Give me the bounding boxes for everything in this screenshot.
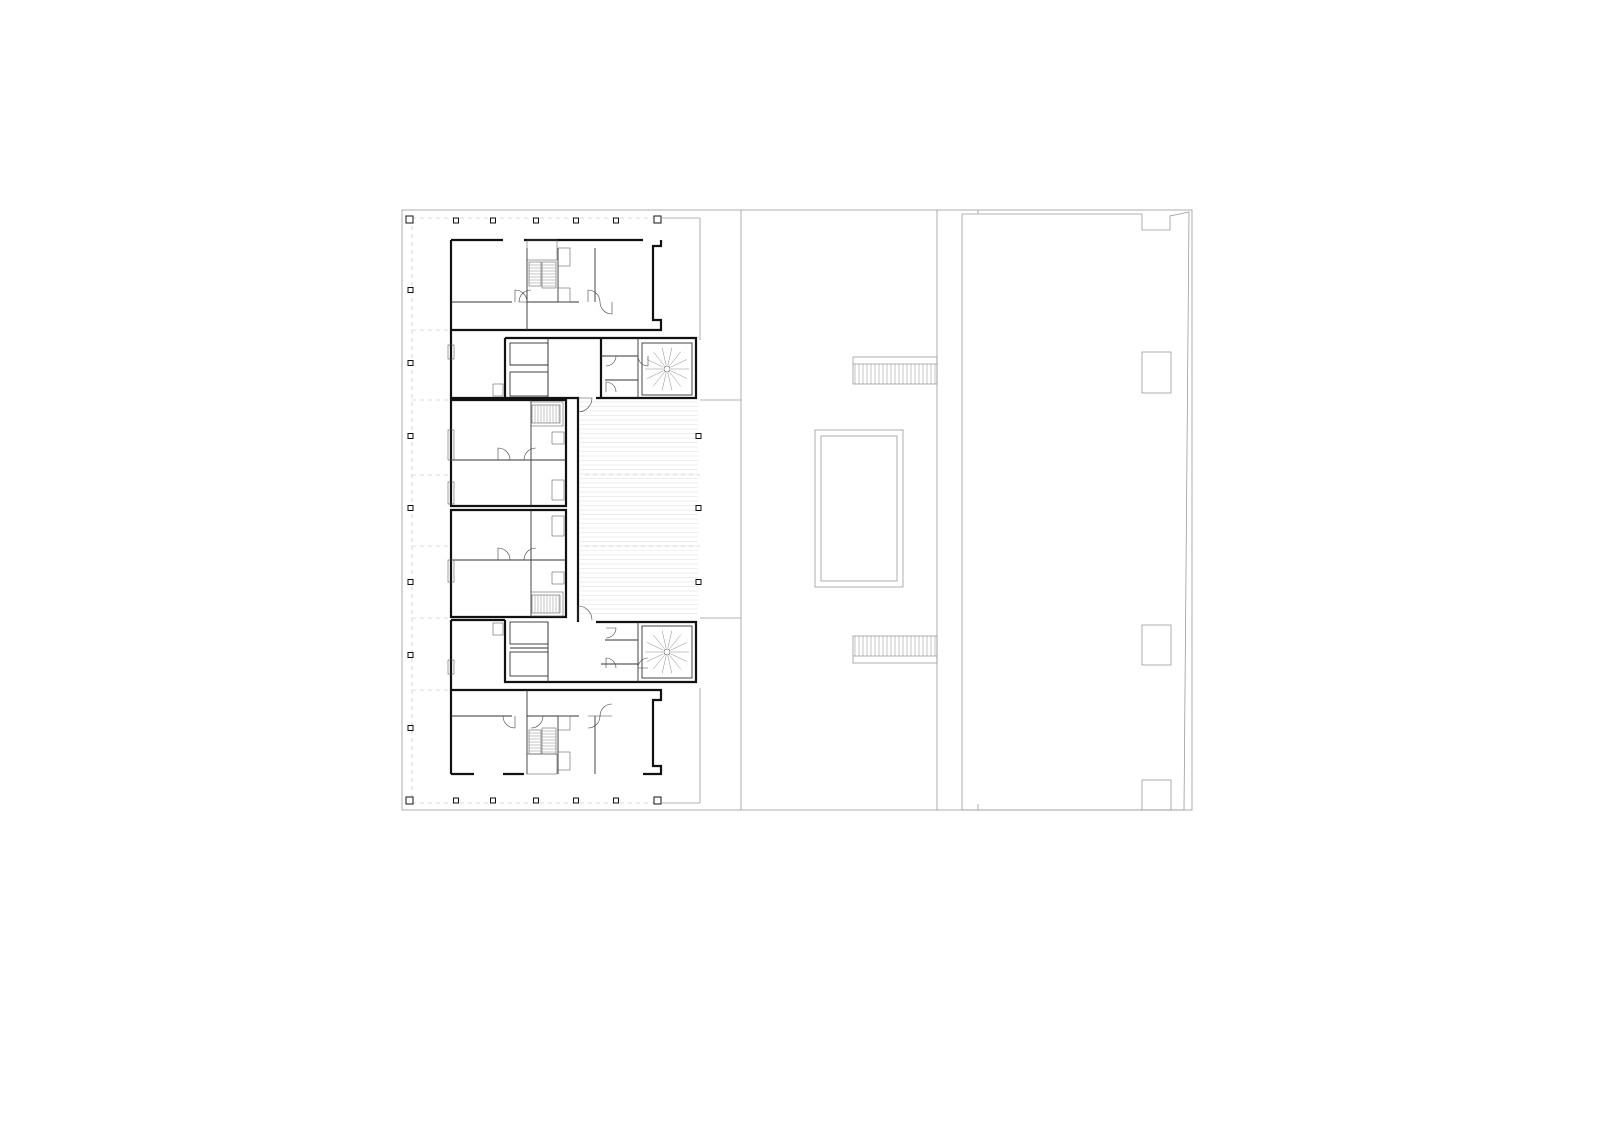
neighbour-bay-1 xyxy=(1141,351,1172,394)
door-swing xyxy=(605,381,617,393)
column xyxy=(407,433,414,439)
spiral-tread xyxy=(661,347,667,366)
door-swing xyxy=(497,547,511,561)
column xyxy=(573,797,579,804)
spiral-tread xyxy=(653,351,665,367)
spiral-tread xyxy=(647,359,664,368)
unit-stairs xyxy=(528,261,561,755)
spiral-tread xyxy=(647,370,664,379)
south-block-wall xyxy=(449,688,663,776)
spiral-tread xyxy=(661,630,667,649)
spiral-tread xyxy=(669,371,681,387)
column xyxy=(573,217,579,224)
north-block-wall xyxy=(449,238,663,332)
door-swing xyxy=(605,627,617,639)
column xyxy=(533,797,539,804)
north-wing-wall xyxy=(449,330,698,603)
door-swing xyxy=(497,447,511,461)
spiral-stair-south xyxy=(641,625,693,679)
column xyxy=(453,797,459,804)
column xyxy=(407,287,414,293)
door-swing xyxy=(530,715,544,729)
door-swing xyxy=(523,547,537,561)
door-swing xyxy=(577,397,593,413)
door-swing xyxy=(577,605,593,621)
structural-columns xyxy=(405,215,702,805)
column xyxy=(490,217,496,224)
column xyxy=(407,505,414,511)
spiral-tread xyxy=(667,655,673,674)
column xyxy=(533,217,539,224)
spiral-tread xyxy=(667,347,673,366)
pool-outer xyxy=(814,429,904,588)
column xyxy=(405,796,414,805)
pool xyxy=(814,429,904,588)
door-swing xyxy=(587,715,601,729)
column xyxy=(613,797,619,804)
spiral-tread xyxy=(669,634,681,650)
column xyxy=(695,579,702,585)
door-swing xyxy=(599,301,613,315)
door-swing xyxy=(502,715,516,729)
column xyxy=(653,215,662,224)
stair-run xyxy=(541,727,557,755)
middle-units-wall xyxy=(449,398,568,619)
door-swings xyxy=(497,289,649,729)
door-swing xyxy=(587,289,601,303)
spiral-tread xyxy=(670,653,687,662)
stair-run xyxy=(541,261,557,289)
column xyxy=(407,652,414,658)
door-swing xyxy=(637,657,649,669)
spiral-tread xyxy=(669,351,681,367)
spiral-tread xyxy=(669,654,681,670)
door-swing xyxy=(523,447,537,461)
spiral-tread xyxy=(670,642,687,651)
column xyxy=(453,217,459,224)
external-stair-lower xyxy=(852,635,938,664)
spiral-tread xyxy=(647,653,664,662)
stair-run xyxy=(531,404,561,424)
spiral-tread xyxy=(661,655,667,674)
courtyard-deck xyxy=(580,401,698,614)
column xyxy=(405,215,414,224)
spiral-tread xyxy=(653,654,665,670)
spiral-tread xyxy=(670,359,687,368)
site-context xyxy=(401,209,1193,811)
spiral-tread xyxy=(653,634,665,650)
building-walls xyxy=(449,238,698,776)
neighbour-building xyxy=(961,211,1190,811)
spiral-tread xyxy=(670,370,687,379)
spiral-tread xyxy=(667,372,673,391)
spiral-stair-north xyxy=(641,342,693,396)
column xyxy=(407,579,414,585)
door-swing xyxy=(599,703,613,717)
spiral-tread xyxy=(647,642,664,651)
door-swing xyxy=(605,657,617,669)
site-boundary xyxy=(401,209,1193,811)
spiral-tread xyxy=(653,371,665,387)
door-swing xyxy=(514,289,528,303)
column xyxy=(653,796,662,805)
neighbour-bay-2 xyxy=(1141,624,1172,666)
spiral-tread xyxy=(667,630,673,649)
interior-partitions xyxy=(447,239,639,775)
column xyxy=(490,797,496,804)
external-stair-upper xyxy=(852,356,938,385)
column xyxy=(613,217,619,224)
column xyxy=(407,725,414,731)
column xyxy=(695,505,702,511)
spiral-tread xyxy=(661,372,667,391)
column xyxy=(695,433,702,439)
neighbour-bay-3 xyxy=(1141,779,1172,811)
column xyxy=(407,360,414,366)
pool-inner xyxy=(820,435,898,582)
door-swing xyxy=(637,355,649,367)
stair-run xyxy=(531,594,561,614)
south-wing-wall xyxy=(449,603,698,690)
door-swing xyxy=(518,289,532,303)
door-swing xyxy=(605,355,617,367)
